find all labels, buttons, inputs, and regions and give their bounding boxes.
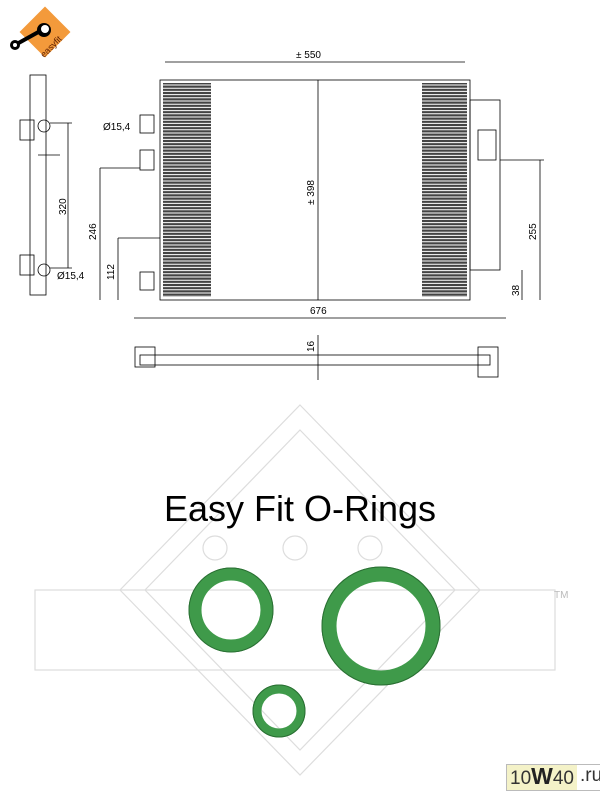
svg-text:± 398: ± 398: [306, 180, 317, 205]
watermark-suffix: 40: [552, 768, 574, 789]
easyfit-logo: easyfit: [10, 6, 71, 59]
watermark-tld: .ru: [577, 765, 600, 790]
svg-text:246: 246: [88, 223, 99, 240]
trademark: TM: [554, 590, 569, 601]
nrf-watermark: [34, 404, 556, 776]
svg-text:320: 320: [58, 198, 69, 215]
condenser-front-view: ± 550 ± 398 Ø15,4 246 112 676 255 38: [88, 50, 544, 319]
site-watermark: 10W40 .ru: [506, 764, 600, 791]
condenser-top-view: 16: [134, 335, 499, 380]
svg-text:112: 112: [106, 264, 117, 280]
product-title: Easy Fit O-Rings: [163, 488, 437, 529]
watermark-main: 10W40: [507, 765, 577, 790]
o-ring-large: [321, 566, 441, 686]
side-view-left: 320 Ø15,4: [19, 74, 85, 296]
svg-text:± 550: ± 550: [296, 50, 321, 61]
o-ring-small: [252, 684, 306, 738]
svg-text:255: 255: [528, 223, 539, 240]
svg-text:676: 676: [310, 306, 327, 317]
svg-text:38: 38: [511, 284, 522, 296]
watermark-w: W: [531, 763, 553, 789]
o-rings: [188, 566, 441, 738]
o-ring-medium: [188, 567, 274, 653]
watermark-prefix: 10: [510, 768, 532, 789]
svg-text:16: 16: [306, 340, 317, 352]
svg-text:Ø15,4: Ø15,4: [57, 271, 85, 282]
svg-text:Ø15,4: Ø15,4: [103, 122, 131, 133]
